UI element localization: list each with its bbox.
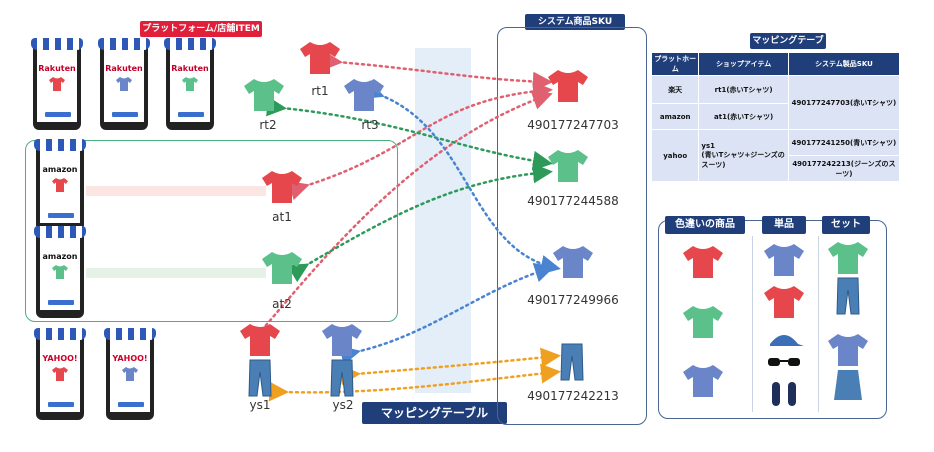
legend-set2-skirt bbox=[834, 370, 862, 400]
at1-highlight bbox=[86, 186, 266, 196]
mapping-label: マッピングテーブル bbox=[362, 402, 507, 424]
shirt-icon bbox=[52, 265, 68, 279]
rakuten-phone-1: Rakuten bbox=[31, 38, 83, 130]
rt1-label: rt1 bbox=[311, 84, 329, 98]
phone-logo: Rakuten bbox=[171, 64, 209, 73]
legend-divider-2 bbox=[818, 236, 819, 412]
line-ys1-sku4 bbox=[268, 363, 561, 402]
legend-set1-jeans bbox=[836, 277, 860, 315]
at2-label: at2 bbox=[272, 297, 292, 311]
rt3-label: rt3 bbox=[361, 118, 379, 132]
sku1-shirt bbox=[548, 70, 588, 102]
at1-label: at1 bbox=[272, 210, 292, 224]
phone-logo: YAHOO! bbox=[42, 354, 78, 363]
platform-title: プラットフォーム/店舗ITEM bbox=[140, 21, 262, 37]
rakuten-phone-2: Rakuten bbox=[98, 38, 150, 130]
legend-set2-shirt bbox=[828, 334, 868, 366]
legend-single-shirt-blue bbox=[764, 244, 804, 276]
shoes-icon bbox=[772, 382, 796, 406]
line-ys2-sku3 bbox=[339, 262, 555, 366]
rakuten-phone-3: Rakuten bbox=[164, 38, 216, 130]
ys1-shirt bbox=[240, 324, 280, 356]
rt2-label: rt2 bbox=[259, 118, 277, 132]
line-rt3-sku3 bbox=[362, 80, 561, 275]
rt1-shirt bbox=[300, 42, 340, 74]
shirt-icon bbox=[49, 77, 65, 91]
sku2-shirt bbox=[548, 150, 588, 182]
phone-logo: Rakuten bbox=[38, 64, 76, 73]
line-at2-sku2 bbox=[286, 163, 553, 283]
th-platform: プラットホーム bbox=[650, 52, 700, 76]
sku-label-2: 490177244588 bbox=[527, 194, 619, 208]
ys2-label: ys2 bbox=[332, 398, 354, 412]
at1-shirt bbox=[262, 171, 302, 203]
legend-divider-1 bbox=[752, 236, 753, 412]
cell-sku: 490177247703(赤いTシャツ) bbox=[787, 75, 901, 130]
legend-red-shirt bbox=[683, 246, 723, 278]
shirt-icon bbox=[182, 77, 198, 91]
yahoo-phone-1: YAHOO! bbox=[34, 328, 86, 420]
legend-blue-shirt bbox=[683, 365, 723, 397]
shirt-icon bbox=[116, 77, 132, 91]
ys1-label: ys1 bbox=[249, 398, 271, 412]
cell-platform: yahoo bbox=[650, 129, 700, 182]
th-item: ショップアイテム bbox=[698, 52, 789, 76]
sku3-shirt bbox=[553, 246, 593, 278]
legend-single-shirt-red bbox=[764, 286, 804, 318]
at2-highlight bbox=[86, 268, 266, 278]
rt3-shirt bbox=[344, 79, 384, 111]
shirt-icon bbox=[52, 367, 68, 381]
cell-item: ys1 (青いTシャツ+ジーンズのスーツ) bbox=[698, 129, 789, 182]
mapping-table: プラットホーム ショップアイテム システム製品SKU 楽天 rt1(赤いTシャツ… bbox=[650, 52, 901, 182]
cap-icon bbox=[770, 335, 804, 346]
cell-sku: 490177242213(ジーンズのスーツ) bbox=[787, 155, 901, 182]
line-at1-sku1 bbox=[287, 81, 553, 201]
sku-title: システム商品SKU bbox=[525, 14, 625, 30]
cell-platform: 楽天 bbox=[650, 75, 700, 104]
shirt-icon bbox=[52, 178, 68, 192]
legend-colors-tag: 色違いの商品 bbox=[665, 216, 745, 234]
cell-platform: amazon bbox=[650, 103, 700, 130]
cell-sku: 490177241250(青いTシャツ) bbox=[787, 129, 901, 156]
ys2-jeans bbox=[330, 359, 354, 397]
legend-single-tag: 単品 bbox=[762, 216, 806, 234]
shirt-icon bbox=[122, 367, 138, 381]
sku4-jeans bbox=[560, 343, 584, 381]
legend-set1-shirt bbox=[828, 242, 868, 274]
phone-logo: amazon bbox=[42, 252, 78, 261]
th-sku: システム製品SKU bbox=[787, 52, 901, 76]
sku-label-3: 490177249966 bbox=[527, 293, 619, 307]
cell-item: at1(赤いTシャツ) bbox=[698, 103, 789, 130]
phone-logo: YAHOO! bbox=[112, 354, 148, 363]
line-ys2-sku4 bbox=[340, 347, 561, 386]
amazon-phone-2: amazon bbox=[34, 226, 86, 318]
at2-shirt bbox=[262, 252, 302, 284]
line-rt1-sku1 bbox=[322, 50, 553, 92]
amazon-phone-1: amazon bbox=[34, 139, 86, 231]
sku-label-1: 490177247703 bbox=[527, 118, 619, 132]
phone-logo: amazon bbox=[42, 165, 78, 174]
ys1-jeans bbox=[248, 359, 272, 397]
sku-label-4: 490177242213 bbox=[527, 389, 619, 403]
legend-set-tag: セット bbox=[822, 216, 870, 234]
phone-logo: Rakuten bbox=[105, 64, 143, 73]
rt2-shirt bbox=[244, 79, 284, 111]
legend-green-shirt bbox=[683, 306, 723, 338]
sunglasses-icon bbox=[768, 358, 800, 366]
cell-item: rt1(赤いTシャツ) bbox=[698, 75, 789, 104]
yahoo-phone-2: YAHOO! bbox=[104, 328, 156, 420]
